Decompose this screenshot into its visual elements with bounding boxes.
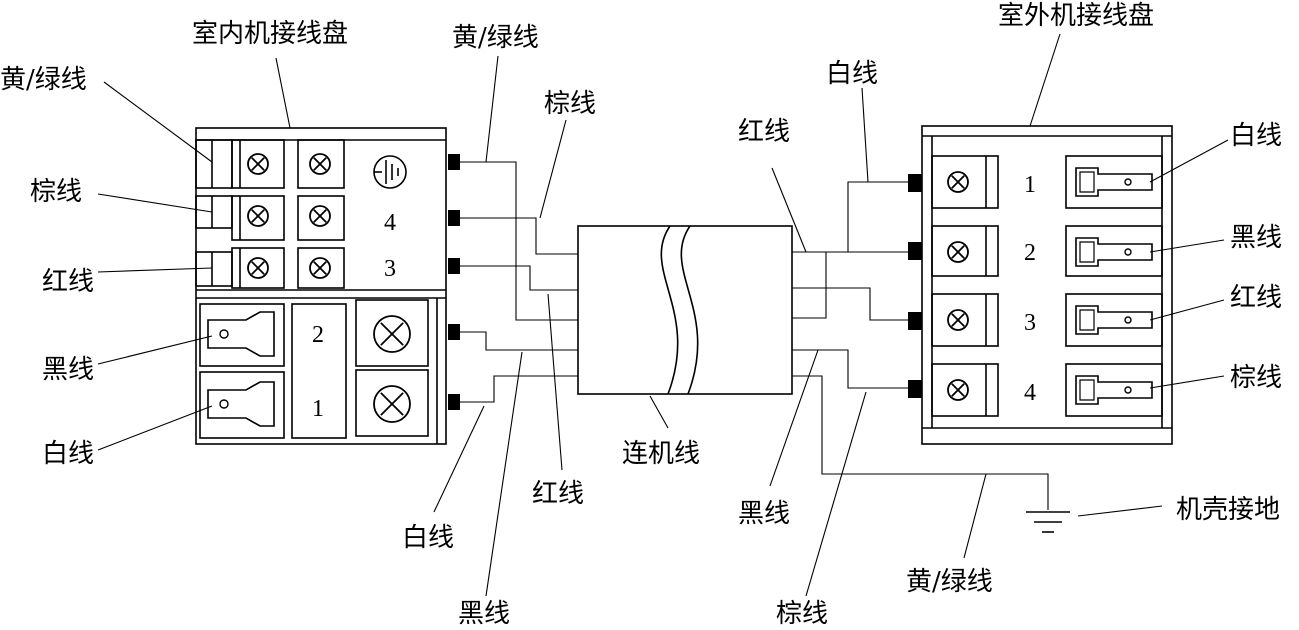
earth-ground-icon [373,155,407,189]
wire-label: 棕线 [30,177,82,207]
wire-label: 红线 [42,267,94,297]
screw-terminal-icon [373,385,411,423]
wire-label: 黑线 [458,599,510,629]
interconnect-cable [577,225,793,395]
screw-terminal-icon [947,241,969,263]
screw-terminal-icon [947,379,969,401]
indoor-terminal-number: 2 [312,322,324,348]
wire-label: 黄/绿线 [0,65,87,95]
leader-lines [97,33,1229,597]
wire-label: 棕线 [1230,363,1282,393]
screw-terminal-icon [309,257,331,279]
wire-label: 黑线 [1230,223,1282,253]
wire-label: 红线 [738,117,790,147]
outdoor-screw-terminals [931,155,999,417]
ring-lug-icons [207,167,1153,427]
wire-label: 棕线 [544,89,596,119]
ground-label: 机壳接地 [1176,495,1280,525]
wire-label: 黄/绿线 [906,567,993,597]
indoor-screw-column-b [297,139,345,289]
indoor-terminal-board [195,127,460,445]
outdoor-lug-slots [1065,155,1163,417]
wire-label: 黑线 [738,499,790,529]
screw-terminal-icon [309,153,331,175]
wire-label: 棕线 [776,599,828,629]
wire-label: 黑线 [42,355,94,385]
indoor-clamp-blocks [195,139,233,287]
screw-terminal-icon [947,171,969,193]
indoor-connector-pins [448,154,460,410]
wire-label: 白线 [826,59,878,89]
screw-terminal-icon [247,153,269,175]
screw-terminal-icon [947,309,969,331]
wiring-paths [460,161,1070,533]
wire-label: 红线 [1230,283,1282,313]
ring-lug-icon [207,381,275,427]
wire-label: 红线 [532,479,584,509]
screw-terminal-icon [309,205,331,227]
outdoor-connector-pins [908,174,922,398]
ring-lug-icon [207,311,275,357]
ring-lug-icon [1075,305,1153,335]
indoor-terminal-number: 4 [384,210,396,236]
ground-icon [1026,511,1070,533]
cable-label: 连机线 [622,439,700,469]
outdoor-terminal-number: 4 [1024,380,1036,406]
ring-lug-icon [1075,375,1153,405]
indoor-terminal-number: 1 [312,396,324,422]
screw-terminal-icon [373,315,411,353]
indoor-panel-title: 室内机接线盘 [192,19,348,49]
indoor-screw-column-a [231,139,285,289]
ring-lug-icon [1075,167,1153,197]
outdoor-terminal-number: 1 [1024,172,1036,198]
wire-label: 白线 [1230,121,1282,151]
indoor-terminal-number: 3 [384,256,396,282]
ring-lug-icon [1075,237,1153,267]
screw-terminal-icons [247,153,969,423]
screw-terminal-icon [247,205,269,227]
wire-label: 白线 [402,523,454,553]
outdoor-terminal-board [908,125,1173,445]
wire-label: 黄/绿线 [452,23,539,53]
wire-label: 白线 [42,439,94,469]
outdoor-terminal-number: 2 [1024,240,1036,266]
outdoor-panel-title: 室外机接线盘 [998,1,1154,31]
outdoor-terminal-number: 3 [1024,310,1036,336]
screw-terminal-icon [247,257,269,279]
indoor-lug-terminals [199,299,429,439]
